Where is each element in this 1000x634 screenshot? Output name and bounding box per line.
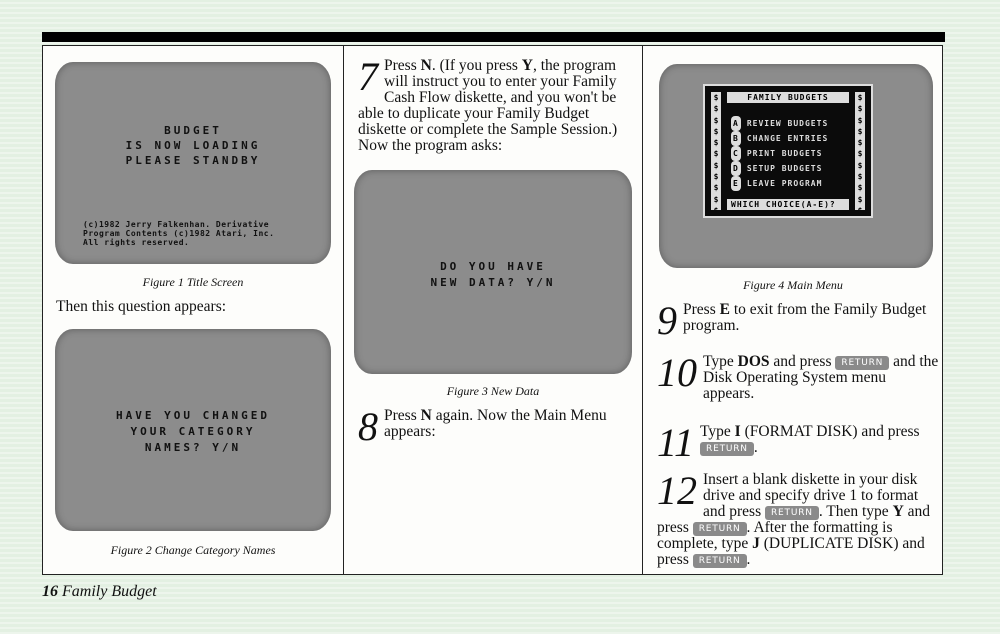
key-letter: E	[719, 301, 730, 318]
key-letter: Y	[521, 57, 533, 74]
menu-item: C PRINT BUDGETS	[731, 146, 828, 161]
step-text: Insert a blank diskette in your disk dri…	[703, 471, 919, 520]
column-middle: 7 Press N. (If you press Y, the program …	[343, 46, 643, 574]
figure-4-caption: Figure 4 Main Menu	[743, 278, 843, 292]
step-text: . After the formatting is complete, type	[657, 519, 893, 552]
menu-label: LEAVE PROGRAM	[746, 179, 823, 188]
step-number: 10	[657, 350, 697, 395]
step-text: again. Now the Main Menu appears:	[384, 407, 607, 440]
key-letter: DOS	[737, 353, 770, 370]
section-name: Family Budget	[62, 583, 157, 600]
step-7: 7 Press N. (If you press Y, the program …	[358, 54, 634, 154]
page-number: 16	[42, 583, 58, 600]
step-text: Press	[384, 57, 421, 74]
step-text: and press	[657, 503, 931, 536]
step-text: .	[753, 439, 758, 456]
menu-key: B	[731, 131, 741, 146]
step-text: .	[746, 551, 751, 568]
step-9: 9 Press E to exit from the Family Budget…	[657, 298, 937, 343]
menu-item: A REVIEW BUDGETS	[731, 116, 828, 131]
step-10: 10 Type DOS and press RETURN and the Dis…	[657, 350, 939, 402]
main-menu-box: $$$$$$$$$$$ $$$$$$$$$$$ FAMILY BUDGETS A…	[703, 84, 873, 218]
menu-key: A	[731, 116, 741, 131]
step-text: and the Disk Operating System menu appea…	[703, 353, 939, 402]
return-key: RETURN	[700, 442, 754, 456]
step-text: (DUPLICATE DISK) and press	[657, 535, 925, 568]
then-question-text: Then this question appears:	[56, 298, 227, 315]
step-11: 11 Type I (FORMAT DISK) and press RETURN…	[657, 420, 939, 465]
page-footer: 16 Family Budget	[42, 583, 157, 601]
screen-line: DO YOU HAVE	[440, 260, 546, 273]
menu-item: E LEAVE PROGRAM	[731, 176, 828, 191]
page-frame: BUDGET IS NOW LOADING PLEASE STANDBY (c)…	[42, 45, 943, 575]
screen-line: IS NOW LOADING	[125, 139, 261, 152]
figure-1-caption: Figure 1 Title Screen	[142, 275, 244, 289]
menu-key: D	[731, 161, 741, 176]
step-8: 8 Press N again. Now the Main Menu appea…	[358, 404, 618, 449]
top-rule	[42, 32, 945, 42]
menu-border-left: $$$$$$$$$$$	[711, 92, 721, 210]
figure-4-screen: $$$$$$$$$$$ $$$$$$$$$$$ FAMILY BUDGETS A…	[659, 64, 933, 268]
menu-key: E	[731, 176, 741, 191]
copyright-line: Program Contents (c)1982 Atari, Inc.	[83, 229, 275, 238]
step-number: 8	[358, 404, 378, 449]
step-text: Type	[700, 423, 735, 440]
screen-line: NAMES? Y/N	[144, 441, 242, 454]
menu-item: D SETUP BUDGETS	[731, 161, 828, 176]
menu-label: SETUP BUDGETS	[746, 164, 823, 173]
step-text: Press	[683, 301, 720, 318]
menu-title: FAMILY BUDGETS	[727, 92, 849, 103]
step-text: Press	[384, 407, 421, 424]
menu-key: C	[731, 146, 741, 161]
key-letter: I	[734, 423, 741, 440]
menu-items: A REVIEW BUDGETS B CHANGE ENTRIES C PRINT B…	[731, 116, 828, 191]
copyright-line: (c)1982 Jerry Falkenhan. Derivative	[83, 220, 270, 229]
step-text: . Then type	[818, 503, 893, 520]
screen-line: HAVE YOU CHANGED	[116, 409, 270, 422]
step-text: . (If you press	[431, 57, 522, 74]
screen-line: NEW DATA? Y/N	[430, 276, 556, 289]
step-12: 12 Insert a blank diskette in your disk …	[657, 468, 941, 568]
return-key: RETURN	[835, 356, 890, 370]
key-letter: N	[420, 57, 432, 74]
figure-3-caption: Figure 3 New Data	[446, 384, 540, 398]
column-right: $$$$$$$$$$$ $$$$$$$$$$$ FAMILY BUDGETS A…	[643, 46, 943, 574]
key-letter: N	[420, 407, 432, 424]
figure-1-screen: BUDGET IS NOW LOADING PLEASE STANDBY (c)…	[55, 62, 331, 264]
key-letter: Y	[892, 503, 904, 520]
key-letter: J	[752, 535, 760, 552]
step-text: Type	[703, 353, 738, 370]
menu-label: REVIEW BUDGETS	[746, 119, 829, 128]
figure-3-screen: DO YOU HAVE NEW DATA? Y/N	[354, 170, 632, 374]
step-text: to exit from the Family Budget program.	[683, 301, 927, 334]
figure-2-screen: HAVE YOU CHANGED YOUR CATEGORY NAMES? Y/…	[55, 329, 331, 531]
menu-item: B CHANGE ENTRIES	[731, 131, 828, 146]
column-left: BUDGET IS NOW LOADING PLEASE STANDBY (c)…	[43, 46, 343, 574]
figure-2-caption: Figure 2 Change Category Names	[110, 543, 276, 557]
step-number: 9	[657, 298, 677, 343]
return-key: RETURN	[692, 522, 747, 536]
return-key: RETURN	[692, 554, 747, 568]
screen-line: PLEASE STANDBY	[125, 154, 261, 167]
return-key: RETURN	[765, 506, 819, 520]
step-text: and press	[769, 353, 836, 370]
screen-line: BUDGET	[164, 124, 222, 137]
menu-border-right: $$$$$$$$$$$	[855, 92, 865, 210]
step-number: 12	[657, 468, 697, 513]
step-text: , the program will instruct you to enter…	[358, 57, 618, 154]
step-text: (FORMAT DISK) and press	[740, 423, 920, 440]
step-number: 11	[657, 420, 695, 465]
screen-line: YOUR CATEGORY	[130, 425, 256, 438]
menu-prompt: WHICH CHOICE(A-E)?	[727, 199, 849, 210]
menu-label: CHANGE ENTRIES	[746, 134, 829, 143]
menu-label: PRINT BUDGETS	[746, 149, 823, 158]
step-number: 7	[358, 54, 378, 99]
copyright-line: All rights reserved.	[83, 238, 190, 247]
